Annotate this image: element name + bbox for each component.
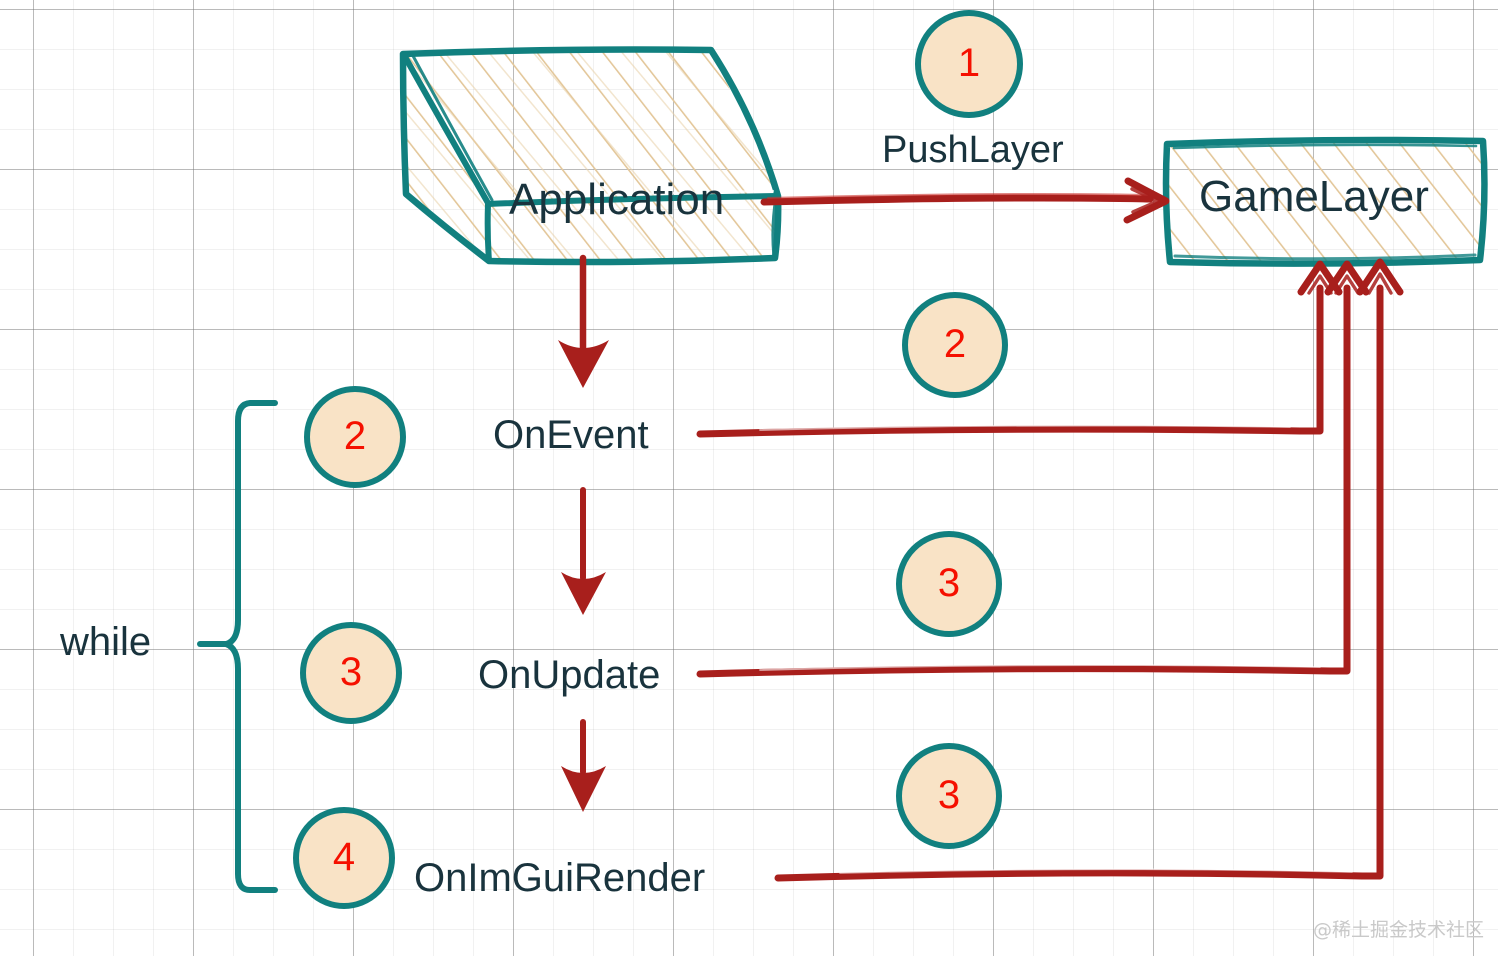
step-badge-left-2[interactable] <box>304 386 406 488</box>
onupdate-to-gamelayer-arrow <box>696 260 1370 678</box>
step-badge-mid-3b-number: 3 <box>937 773 961 817</box>
step-badge-left-4[interactable] <box>293 807 395 909</box>
step-badge-left-4-number: 4 <box>332 835 356 879</box>
step-badge-left-3[interactable] <box>300 622 402 724</box>
onevent-label: OnEvent <box>493 413 649 457</box>
application-node[interactable] <box>399 46 782 266</box>
step-badge-left-2-number: 2 <box>343 414 367 458</box>
onupdate-label: OnUpdate <box>478 653 661 697</box>
gamelayer-node[interactable] <box>1162 136 1488 267</box>
step-badge-mid-3b[interactable] <box>896 743 1002 849</box>
gamelayer-label: GameLayer <box>1199 172 1429 221</box>
step-badge-mid-2-number: 2 <box>943 322 967 366</box>
while-loop-label: while <box>60 620 152 664</box>
onupdate-to-onimguirender-arrow <box>561 719 606 812</box>
application-to-onevent-arrow <box>558 254 609 388</box>
step-badge-mid-1-number: 1 <box>957 41 981 85</box>
onimguirender-label: OnImGuiRender <box>414 856 706 900</box>
step-badge-mid-2[interactable] <box>902 292 1008 398</box>
while-brace <box>197 400 278 893</box>
pushlayer-edge-label: PushLayer <box>882 129 1064 171</box>
onimguirender-to-gamelayer-arrow <box>774 258 1404 882</box>
onevent-to-gamelayer-arrow <box>696 260 1343 438</box>
step-badge-mid-3a[interactable] <box>896 531 1002 637</box>
step-badge-mid-1[interactable] <box>915 10 1023 118</box>
step-badge-mid-3a-number: 3 <box>937 561 961 605</box>
pushlayer-arrow <box>760 177 1170 224</box>
onevent-to-onupdate-arrow <box>561 487 606 615</box>
watermark: @稀土掘金技术社区 <box>1312 919 1484 941</box>
step-badge-left-3-number: 3 <box>339 650 363 694</box>
application-label: Application <box>509 175 725 224</box>
